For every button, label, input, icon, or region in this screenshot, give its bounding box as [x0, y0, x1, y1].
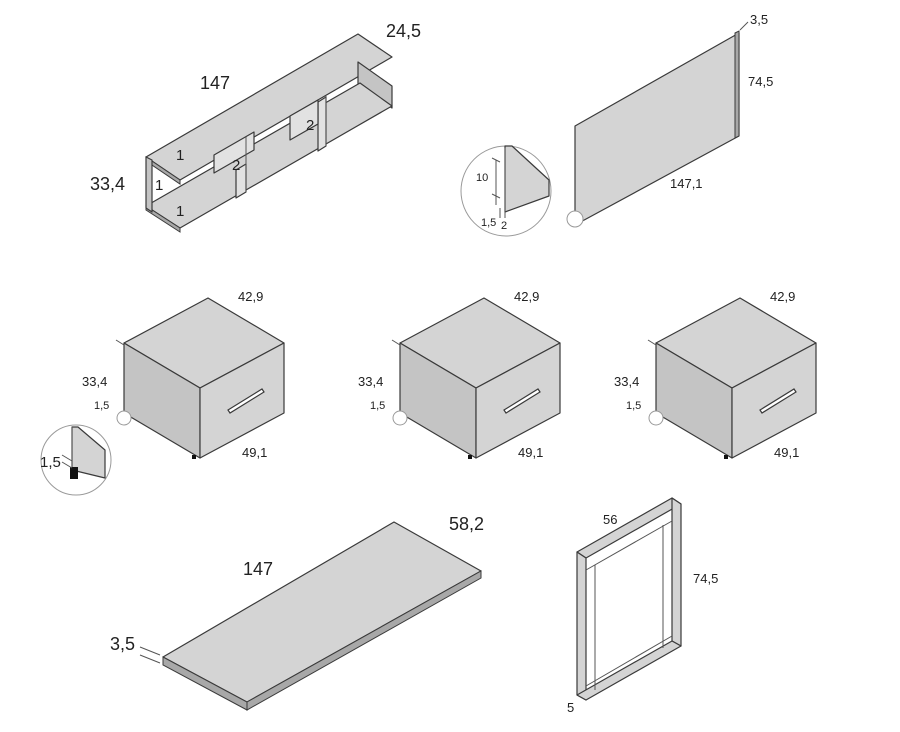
detail-thickness-label: 2: [501, 220, 507, 232]
leg-right-post: [671, 497, 682, 647]
modesty-thickness-label: 3,5: [750, 12, 768, 27]
leg-top-bar: [576, 497, 682, 559]
drawer-depth-label: 42,9: [770, 289, 795, 304]
shelf-partition-2: [289, 99, 319, 141]
shelf-compartment-label: 1: [176, 147, 184, 164]
drawer-front: [199, 342, 285, 459]
drawer-foot: [192, 455, 196, 459]
modesty-panel-edge: [734, 30, 740, 139]
shelf-unit: [145, 33, 393, 233]
drawer-width-label: 49,1: [774, 445, 799, 460]
drawer-foot: [468, 455, 472, 459]
leg-frame: [576, 497, 682, 701]
shelf-depth-label: 24,5: [386, 21, 421, 41]
drawer-height-label: 33,4: [82, 374, 107, 389]
leg-bottom-bar: [576, 640, 682, 701]
drawer-handle: [227, 388, 265, 414]
drawer-front: [475, 342, 561, 459]
drawer-detail-marker: [648, 410, 664, 426]
drawer-width-label: 49,1: [518, 445, 543, 460]
detail-height-label: 10: [476, 172, 488, 184]
desktop-depth-label: 58,2: [449, 514, 484, 534]
leg-profile-label: 5: [567, 700, 574, 715]
modesty-width-label: 147,1: [670, 176, 703, 191]
shelf-divider-2: [317, 96, 327, 152]
drawer-unit: 42,9 33,4 1,5 49,1: [614, 289, 817, 460]
drawer-width-label: 49,1: [242, 445, 267, 460]
drawer-foot-detail: [40, 424, 112, 496]
drawer-lead-line: [647, 339, 657, 346]
drawer-unit: 42,9 33,4 1,5 49,1: [358, 289, 561, 460]
detail-gap-label: 1,5: [481, 217, 496, 229]
drawer-height-label: 33,4: [358, 374, 383, 389]
desktop-top: [162, 521, 482, 703]
drawer-detail-marker: [392, 410, 408, 426]
drawer-detail-marker: [116, 410, 132, 426]
drawer-height-label: 33,4: [614, 374, 639, 389]
desktop-width-label: 147: [243, 559, 273, 579]
drawer-lead-line: [391, 339, 401, 346]
drawer-units: 42,9 33,4 1,5 49,1 42,9 33,4 1,5 49,1 42,9 33,4 1,…: [82, 289, 817, 460]
drawer-foot: [70, 467, 78, 479]
drawer-detail-foot-label: 1,5: [40, 454, 61, 471]
shelf-compartment-label: 1: [155, 177, 163, 194]
drawer-depth-label: 42,9: [514, 289, 539, 304]
drawer-lead-line: [115, 339, 125, 346]
modesty-panel-face: [574, 32, 740, 226]
shelf-compartment-label: 2: [306, 117, 314, 134]
drawer-foot: [724, 455, 728, 459]
shelf-width-label: 147: [200, 73, 230, 93]
shelf-compartment-label: 1: [176, 203, 184, 220]
desktop: [139, 521, 482, 711]
drawer-unit: 42,9 33,4 1,5 49,1: [82, 289, 285, 460]
shelf-left-end: [145, 156, 153, 213]
modesty-detail-zoom: [460, 145, 552, 237]
modesty-panel-detail-marker: [566, 210, 584, 228]
shelf-partition: [213, 131, 255, 174]
desktop-thickness-label: 3,5: [110, 634, 135, 654]
modesty-height-label: 74,5: [748, 74, 773, 89]
modesty-panel: [566, 30, 740, 228]
drawer-handle: [759, 388, 797, 414]
drawer-depth-label: 42,9: [238, 289, 263, 304]
drawer-foot-label: 1,5: [626, 400, 641, 412]
drawer-foot-label: 1,5: [370, 400, 385, 412]
drawer-foot-label: 1,5: [94, 400, 109, 412]
leg-depth-label: 56: [603, 512, 617, 527]
leg-height-label: 74,5: [693, 571, 718, 586]
shelf-height-label: 33,4: [90, 174, 125, 194]
leg-left-post: [576, 551, 587, 701]
shelf-right-end: [357, 61, 393, 109]
drawer-handle: [503, 388, 541, 414]
desktop-side-edge: [246, 570, 482, 711]
drawer-front: [731, 342, 817, 459]
shelf-compartment-label: 2: [232, 157, 240, 174]
